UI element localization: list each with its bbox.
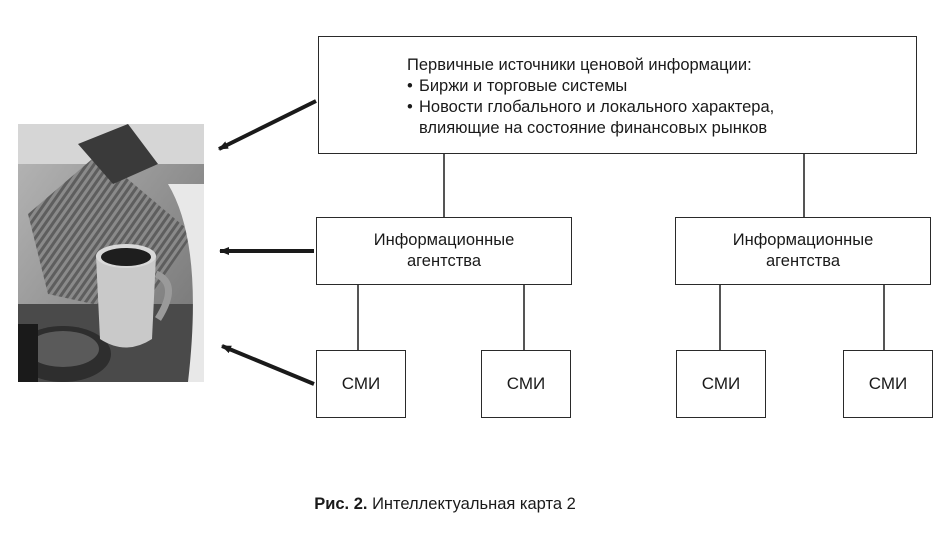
- figure-caption: Рис. 2. Интеллектуальная карта 2: [0, 495, 890, 514]
- agency-box-right: Информационные агентства: [675, 217, 931, 285]
- sources-item-label: Биржи и торговые системы: [419, 77, 628, 95]
- smi-box-3: СМИ: [676, 350, 766, 418]
- sources-heading: Первичные источники ценовой информации:: [407, 56, 752, 74]
- sources-item-label: Новости глобального и локального характе…: [419, 98, 775, 116]
- cup: [96, 244, 172, 348]
- smi-box-4: СМИ: [843, 350, 933, 418]
- bullet: •: [407, 77, 413, 95]
- agency-label-line1: Информационные: [732, 231, 874, 249]
- primary-sources-box: Первичные источники ценовой информации: …: [318, 36, 917, 154]
- arrow-sources-to-photo: [218, 99, 317, 151]
- agency-label-line1: Информационные: [373, 231, 515, 249]
- sources-item-news-continuation: влияющие на состояние финансовых рынков: [419, 119, 768, 137]
- figure-title: Интеллектуальная карта 2: [367, 495, 576, 513]
- desk-photo: [18, 124, 204, 382]
- figure-number: Рис. 2.: [314, 495, 368, 513]
- sources-item-news: • Новости глобального и локального характ…: [407, 97, 916, 118]
- bullet: •: [407, 98, 413, 116]
- agency-label-line2: агентства: [765, 252, 841, 270]
- smi-box-2: СМИ: [481, 350, 571, 418]
- sources-item-exchanges: • Биржи и торговые системы: [407, 76, 916, 97]
- smi-box-1: СМИ: [316, 350, 406, 418]
- arrow-smi-to-photo: [221, 344, 315, 386]
- agency-label-line2: агентства: [406, 252, 482, 270]
- agency-box-left: Информационные агентства: [316, 217, 572, 285]
